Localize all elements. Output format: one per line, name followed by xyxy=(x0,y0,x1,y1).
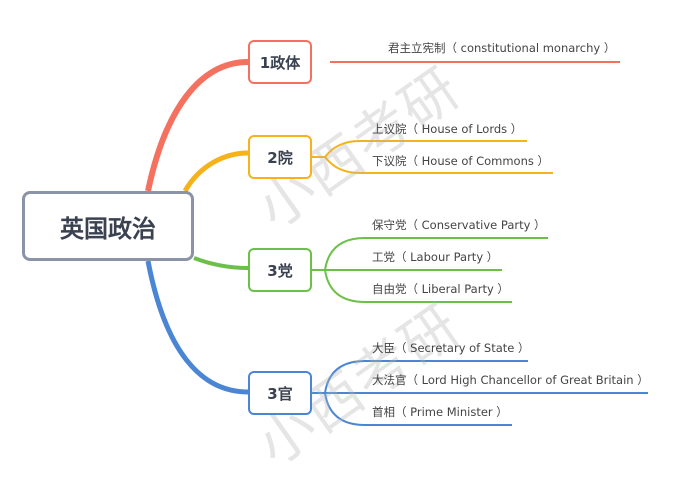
leaf-constitutional-monarchy[interactable]: 君主立宪制（ constitutional monarchy ） xyxy=(388,41,616,55)
topic-node-houses[interactable]: 2院 xyxy=(248,135,312,179)
leaf-conservative-party[interactable]: 保守党（ Conservative Party ） xyxy=(372,218,546,232)
leaf-prime-minister[interactable]: 首相（ Prime Minister ） xyxy=(372,405,508,419)
leaf-lord-high-chancellor[interactable]: 大法官（ Lord High Chancellor of Great Brita… xyxy=(372,373,649,387)
leaf-house-of-commons[interactable]: 下议院（ House of Commons ） xyxy=(372,154,550,168)
leaf-liberal-party[interactable]: 自由党（ Liberal Party ） xyxy=(372,282,509,296)
topic-node-parties[interactable]: 3党 xyxy=(248,248,312,292)
root-node[interactable]: 英国政治 xyxy=(22,191,194,261)
topic-node-polity[interactable]: 1政体 xyxy=(248,40,312,84)
topic-node-officials[interactable]: 3官 xyxy=(248,371,312,415)
leaf-house-of-lords[interactable]: 上议院（ House of Lords ） xyxy=(372,122,523,136)
connector-lines xyxy=(145,59,648,426)
leaf-labour-party[interactable]: 工党（ Labour Party ） xyxy=(372,250,499,264)
leaf-secretary-of-state[interactable]: 大臣（ Secretary of State ） xyxy=(372,341,530,355)
